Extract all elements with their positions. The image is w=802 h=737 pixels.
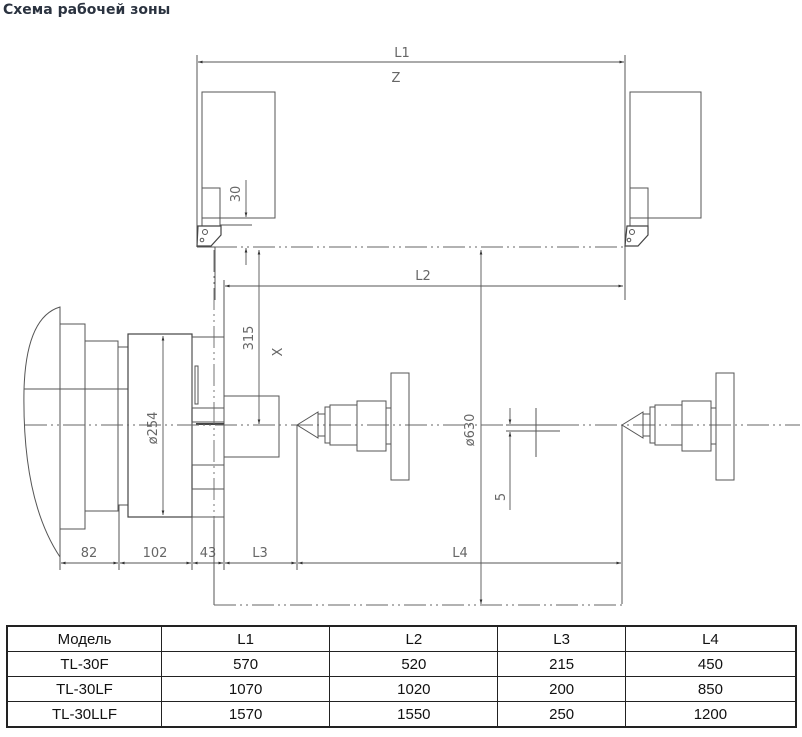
label-l3: L3 xyxy=(252,546,268,561)
headstock xyxy=(23,306,280,559)
dimension-l2: L2 xyxy=(223,269,623,340)
cell-l1: 1570 xyxy=(160,701,331,728)
header-l2: L2 xyxy=(329,625,499,652)
cell-l2: 1550 xyxy=(329,701,499,728)
cell-l3: 215 xyxy=(497,651,626,677)
label-l1: L1 xyxy=(394,46,410,61)
label-30: 30 xyxy=(229,186,244,203)
label-5: 5 xyxy=(494,493,509,501)
cell-l2: 520 xyxy=(329,651,499,677)
dimension-630: ø630 xyxy=(463,250,483,604)
cell-model: TL-30LF xyxy=(6,676,162,702)
cell-l1: 570 xyxy=(160,651,331,677)
cell-l1: 1070 xyxy=(160,676,331,702)
dimension-30: 30 xyxy=(229,180,248,265)
table-row: TL-30LLF 1570 1550 250 1200 xyxy=(6,701,797,728)
label-630: ø630 xyxy=(463,414,478,447)
work-zone-boundary xyxy=(213,247,622,606)
right-tool-turret xyxy=(624,91,702,247)
header-model: Модель xyxy=(6,625,162,652)
label-254: ø254 xyxy=(146,412,161,445)
cell-l4: 450 xyxy=(624,651,797,677)
label-x: X xyxy=(271,347,286,356)
header-l3: L3 xyxy=(497,625,626,652)
header-l1: L1 xyxy=(160,625,331,652)
table-header-row: Модель L1 L2 L3 L4 xyxy=(6,625,797,652)
label-82: 82 xyxy=(81,546,98,561)
dimension-l1: L1 Z xyxy=(196,46,626,300)
cell-l3: 200 xyxy=(497,676,626,702)
table-row: TL-30LF 1070 1020 200 850 xyxy=(6,676,797,702)
cell-model: TL-30F xyxy=(6,651,162,677)
spec-table: Модель L1 L2 L3 L4 TL-30F 570 520 215 45… xyxy=(6,625,797,728)
label-z: Z xyxy=(392,71,401,86)
cell-l4: 850 xyxy=(624,676,797,702)
dimension-315-x: 315 X xyxy=(242,250,286,424)
label-102: 102 xyxy=(143,546,168,561)
cell-l2: 1020 xyxy=(329,676,499,702)
label-315: 315 xyxy=(242,326,257,351)
label-l4: L4 xyxy=(452,546,468,561)
label-43: 43 xyxy=(200,546,217,561)
left-tool-turret xyxy=(196,91,276,248)
work-zone-drawing: L1 Z 30 L2 315 X ø6 xyxy=(23,46,800,606)
cell-model: TL-30LLF xyxy=(6,701,162,728)
tailstock-max xyxy=(621,372,735,481)
label-l2: L2 xyxy=(415,269,431,284)
dimension-5: 5 xyxy=(494,408,560,510)
page-title: Схема рабочей зоны xyxy=(3,2,171,18)
header-l4: L4 xyxy=(624,625,797,652)
dimension-chain-bottom: 82 102 43 L3 L4 xyxy=(61,546,621,565)
tailstock-min xyxy=(296,372,410,481)
table-row: TL-30F 570 520 215 450 xyxy=(6,651,797,677)
cell-l4: 1200 xyxy=(624,701,797,728)
cell-l3: 250 xyxy=(497,701,626,728)
dimension-254: ø254 xyxy=(146,336,165,515)
